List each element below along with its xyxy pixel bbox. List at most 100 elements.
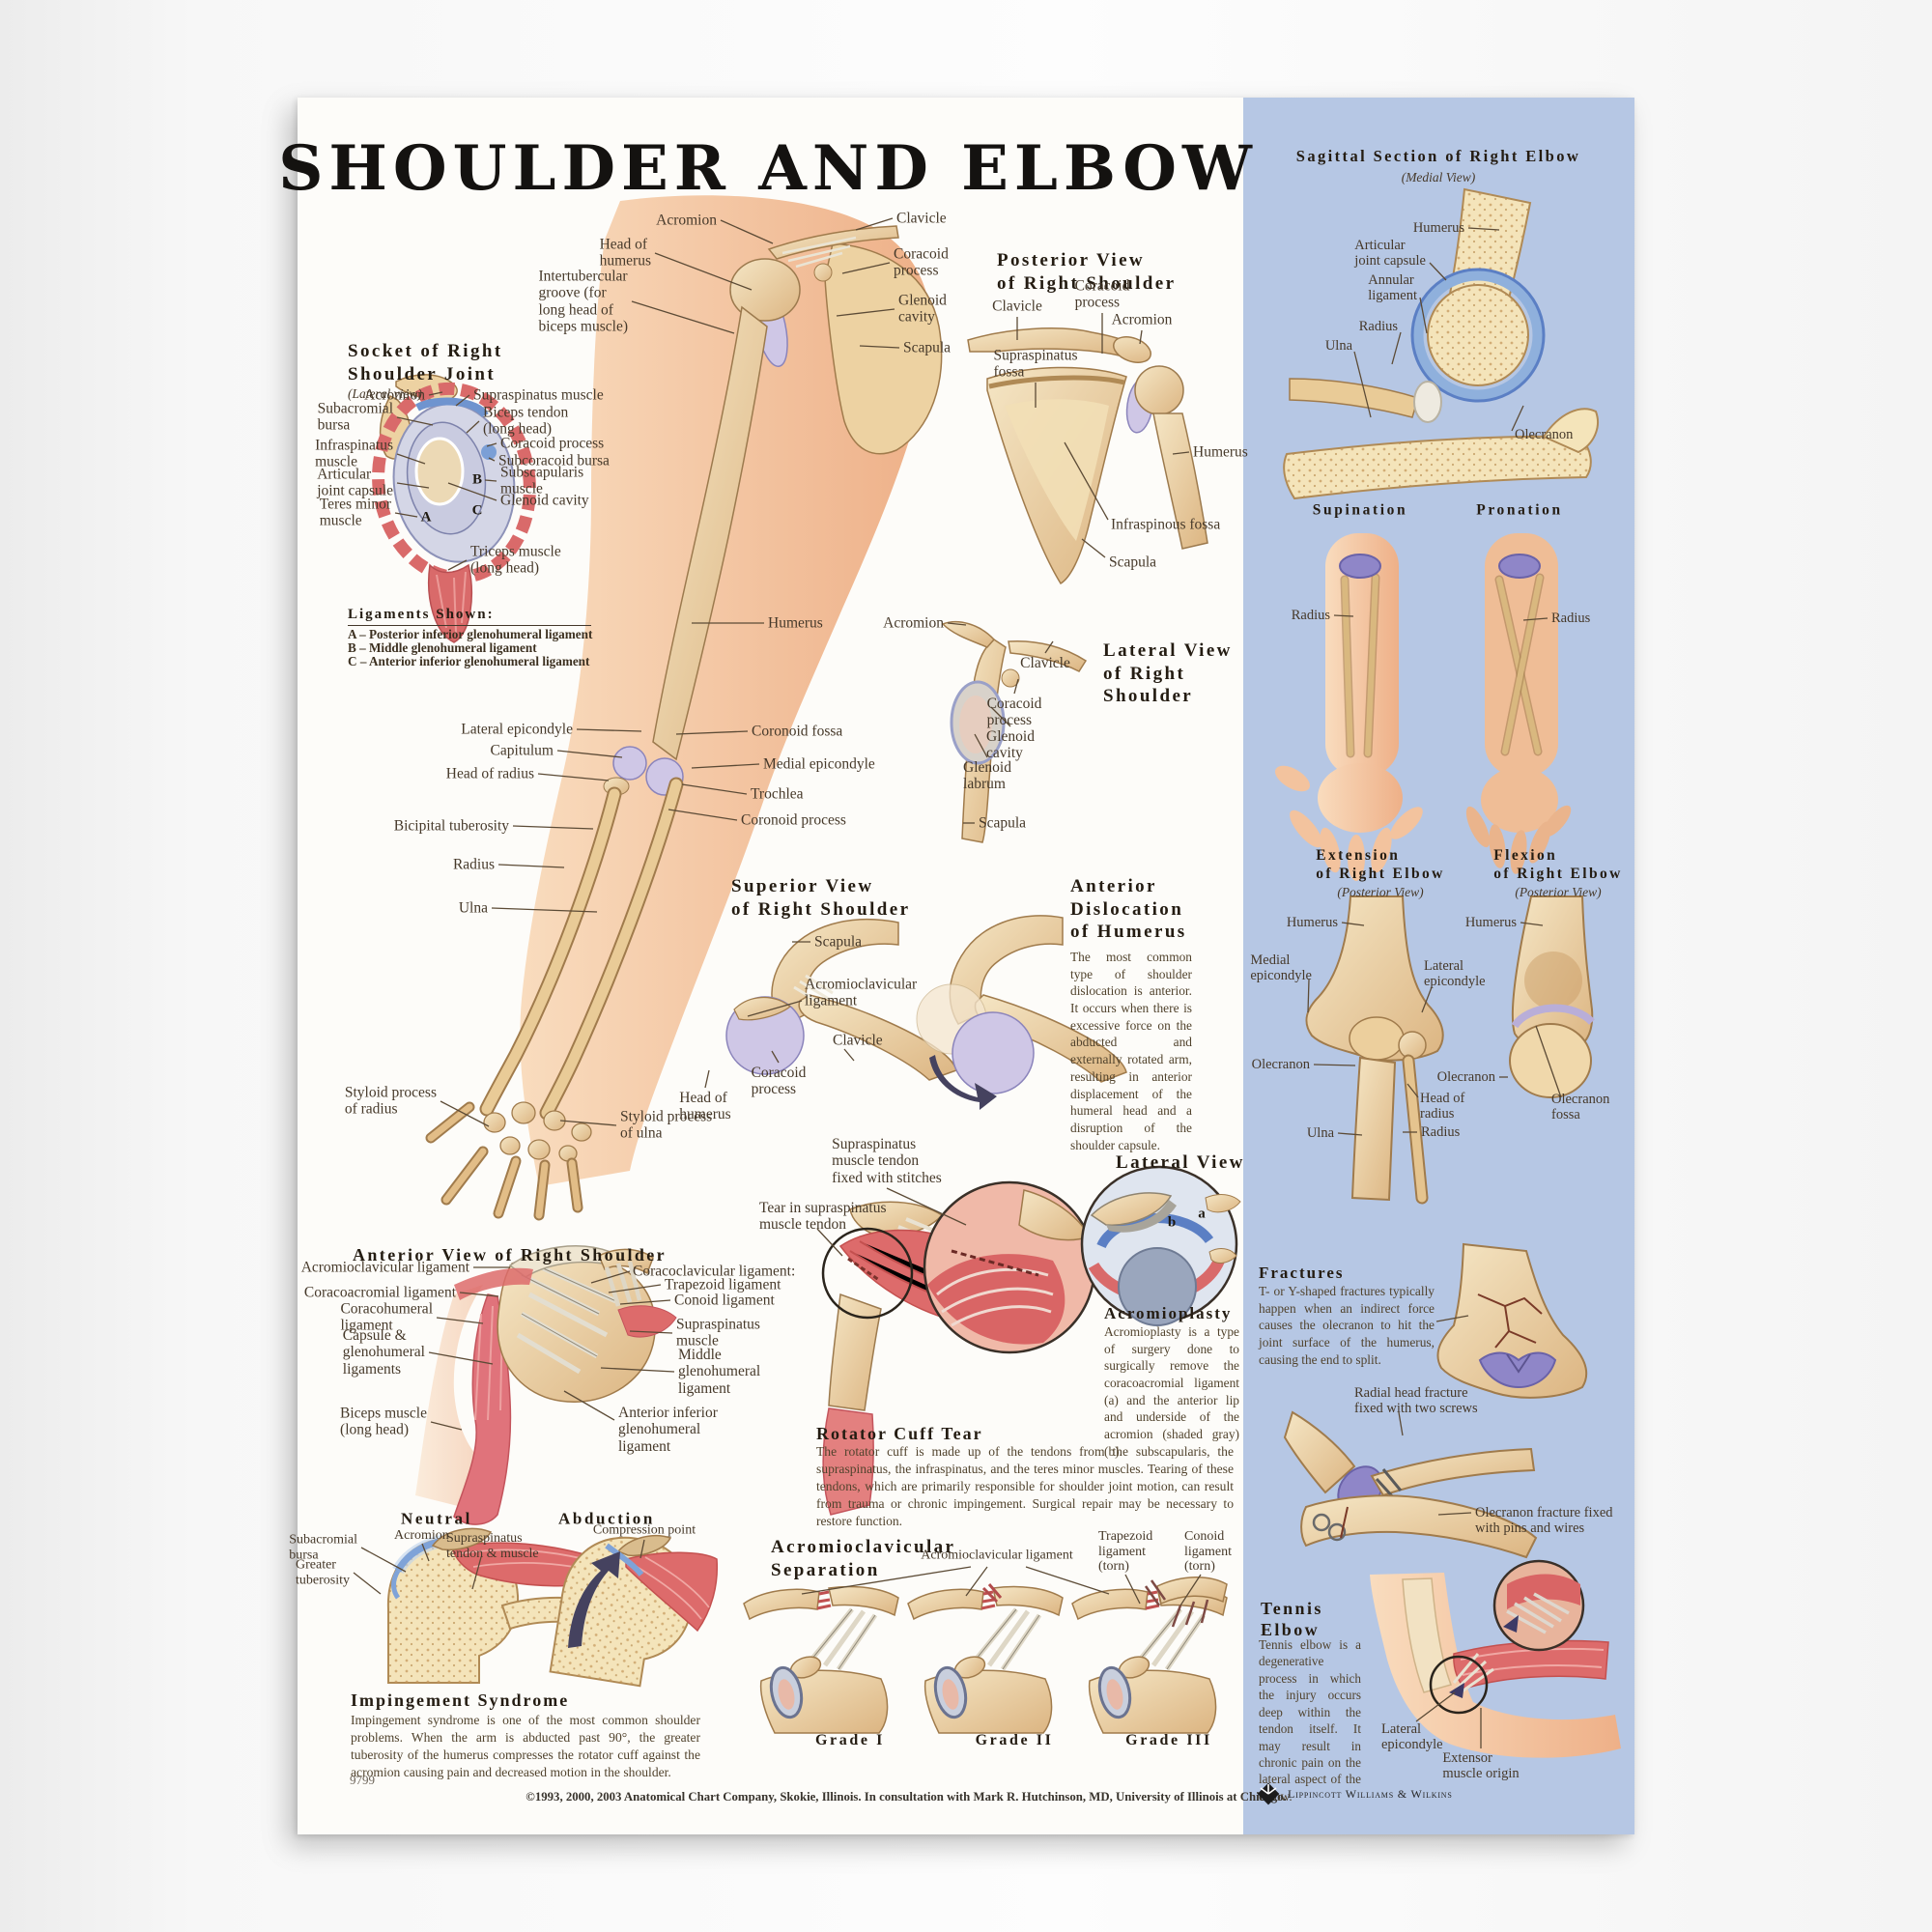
main-arm--intertubercular-groove-for: Intertubercular groove (for long head of… (538, 268, 628, 335)
sagittal-section-right-elbow--olecranon: Olecranon (1515, 426, 1574, 442)
main-arm--lateral-epicondyle: Lateral epicondyle (461, 721, 573, 738)
superior-view-right-shoulder--scapula: Scapula (814, 933, 863, 951)
anterior-view-right-shoulder--middle-glenohumeral-ligament: Middle glenohumeral ligament (678, 1346, 761, 1397)
extension-flexion-right-elbow--humerus: Humerus (1464, 914, 1517, 930)
ligaments-shown--b-middle-glenohumeral: B – Middle glenohumeral ligament (348, 640, 537, 655)
main-arm--clavicle: Clavicle (896, 210, 947, 227)
acromioclavicular-separation--grade-ii: Grade II (975, 1732, 1054, 1749)
main-arm--styloid-process-of: Styloid process of radius (344, 1084, 437, 1118)
title--shoulder-and-elbow: SHOULDER AND ELBOW (278, 132, 1258, 206)
main-arm--ulna: Ulna (458, 899, 488, 917)
superior-view-right-shoulder--clavicle: Clavicle (833, 1032, 883, 1049)
supination-pronation--supination: Supination (1312, 501, 1408, 519)
lateral-view-right-shoulder--clavicle: Clavicle (1020, 655, 1070, 671)
acromioclavicular-separation--conoid-ligament-torn: Conoid ligament (torn) (1184, 1529, 1232, 1575)
anterior-view-right-shoulder--trapezoid-ligament: Trapezoid ligament (665, 1276, 781, 1293)
acromioclavicular-separation--acromioclavicular-separation: Acromioclavicular Separation (771, 1537, 956, 1580)
main-arm--capitulum: Capitulum (490, 742, 554, 759)
socket-of-right-shoulder-joint--triceps-muscle-long: Triceps muscle (long head) (470, 543, 561, 577)
lateral-view-right-shoulder--coracoid-process: Coracoid process (986, 696, 1042, 729)
posterior-view-right-shoulder--coracoid-process: Coracoid process (1074, 277, 1130, 311)
rotator-cuff-tear--rotator-cuff-tear: Rotator Cuff Tear (816, 1424, 983, 1443)
rotator-cuff-tear--supraspinatus-muscle-tendon: Supraspinatus muscle tendon fixed with s… (832, 1135, 942, 1186)
posterior-view-right-shoulder--clavicle: Clavicle (992, 298, 1042, 315)
socket-of-right-shoulder-joint---lateral-view: (Lateral view) (348, 386, 422, 401)
socket-of-right-shoulder-joint--b: B (471, 471, 483, 488)
tennis-elbow--tennis-elbow: Tennis Elbow (1261, 1599, 1323, 1640)
anterior-view-right-shoulder--anterior-view-of: Anterior View of Right Shoulder (353, 1245, 668, 1264)
tennis-elbow--extensor-muscle-origin: Extensor muscle origin (1442, 1750, 1520, 1782)
socket-of-right-shoulder-joint--glenoid-cavity: Glenoid cavity (500, 492, 589, 509)
impingement-syndrome--impingement-syndrome-is: Impingement syndrome is one of the most … (351, 1713, 700, 1779)
supination-pronation--pronation: Pronation (1476, 501, 1563, 519)
lateral-view-right-shoulder--lateral-view-of: Lateral View of Right Shoulder (1103, 640, 1233, 707)
anterior-view-right-shoulder--anterior-inferior-glenohumeral: Anterior inferior glenohumeral ligament (618, 1404, 718, 1455)
anterior-dislocation-of-humerus--the-most-common: The most common type of shoulder disloca… (1070, 950, 1192, 1152)
sagittal-section-right-elbow--annular-ligament: Annular ligament (1368, 271, 1417, 303)
publisher-name: Lippincott Williams & Wilkins (1288, 1786, 1453, 1801)
socket-of-right-shoulder-joint--coracoid-process: Coracoid process (500, 435, 605, 452)
anterior-view-right-shoulder--capsule-glenohumeral-ligaments: Capsule & glenohumeral ligaments (342, 1326, 425, 1378)
socket-of-right-shoulder-joint--biceps-tendon-long: Biceps tendon (long head) (483, 404, 569, 438)
acromioclavicular-separation--acromioclavicular-ligament: Acromioclavicular ligament (921, 1548, 1073, 1563)
tennis-elbow--tennis-elbow-is: Tennis elbow is a degenerative process i… (1259, 1637, 1361, 1804)
main-arm--glenoid-cavity: Glenoid cavity (898, 292, 947, 326)
socket-of-right-shoulder-joint--subacromial-bursa: Subacromial bursa (317, 400, 393, 434)
main-arm--coronoid-process: Coronoid process (741, 811, 846, 829)
extension-flexion-right-elbow--olecranon-fossa: Olecranon fossa (1551, 1091, 1610, 1122)
impingement-syndrome--neutral: Neutral (401, 1509, 472, 1528)
anterior-view-right-shoulder--supraspinatus-muscle: Supraspinatus muscle (676, 1316, 760, 1350)
lateral-view-right-shoulder--scapula: Scapula (979, 814, 1027, 832)
posterior-view-right-shoulder--scapula: Scapula (1109, 554, 1157, 571)
rotator-cuff-tear--tear-in-supraspinatus: Tear in supraspinatus muscle tendon (759, 1200, 887, 1234)
socket-of-right-shoulder-joint--supraspinatus-muscle: Supraspinatus muscle (473, 386, 604, 404)
superior-view-right-shoulder--coracoid-process: Coracoid process (751, 1065, 807, 1098)
extension-flexion-right-elbow--flexion-of-right: Flexion of Right Elbow (1493, 847, 1623, 883)
anterior-view-right-shoulder--biceps-muscle-long: Biceps muscle (long head) (340, 1405, 427, 1438)
socket-of-right-shoulder-joint--subcoracoid-bursa: Subcoracoid bursa (498, 452, 610, 469)
fractures--olecranon-fracture-fixed: Olecranon fracture fixed with pins and w… (1475, 1505, 1613, 1537)
sagittal-section-right-elbow--humerus: Humerus (1412, 219, 1464, 236)
ligaments-shown--c-anterior-inferior: C – Anterior inferior glenohumeral ligam… (348, 654, 590, 668)
impingement-syndrome--impingement-syndrome: Impingement Syndrome (351, 1690, 570, 1710)
superior-view-right-shoulder--acromioclavicular-ligament: Acromioclavicular ligament (805, 976, 918, 1009)
fractures--fractures: Fractures (1259, 1264, 1345, 1282)
main-arm--styloid-process-of: Styloid process of ulna (620, 1108, 713, 1142)
rotator-cuff-tear--acromioplasty-is-a: Acromioplasty is a type of surgery done … (1104, 1324, 1239, 1459)
anterior-view-right-shoulder--acromioclavicular-ligament: Acromioclavicular ligament (300, 1259, 469, 1276)
ligaments-shown--ligaments-shown-: Ligaments Shown: (348, 607, 591, 626)
sagittal-section-right-elbow--radius: Radius (1358, 318, 1398, 334)
publisher-logo: Lippincott Williams & Wilkins (1256, 1781, 1453, 1806)
footer--9799: 9799 (350, 1773, 375, 1787)
superior-view-right-shoulder--superior-view-of: Superior View of Right Shoulder (731, 876, 911, 920)
extension-flexion-right-elbow--extension-of-right: Extension of Right Elbow (1316, 847, 1445, 883)
impingement-syndrome--supraspinatus-tendon-muscle: Supraspinatus tendon & muscle (446, 1531, 539, 1561)
tennis-elbow--lateral-epicondyle: Lateral epicondyle (1381, 1721, 1443, 1753)
main-arm--head-of-humerus: Head of humerus (599, 236, 651, 270)
extension-flexion-right-elbow--humerus: Humerus (1286, 914, 1338, 930)
rotator-cuff-tear--a: a (1198, 1206, 1206, 1222)
main-arm--radius: Radius (452, 856, 495, 873)
extension-flexion-right-elbow--olecranon: Olecranon (1251, 1056, 1310, 1072)
impingement-syndrome--greater-tuberosity: Greater tuberosity (296, 1557, 350, 1587)
socket-of-right-shoulder-joint--a: A (420, 509, 432, 526)
rotator-cuff-tear--b: b (1167, 1214, 1177, 1231)
extension-flexion-right-elbow--medial-epicondyle: Medial epicondyle (1250, 952, 1312, 983)
socket-of-right-shoulder-joint--acromion: Acromion (364, 386, 425, 404)
posterior-view-right-shoulder--humerus: Humerus (1193, 443, 1248, 461)
anterior-view-right-shoulder--conoid-ligament: Conoid ligament (674, 1292, 775, 1309)
acromioclavicular-separation--trapezoid-ligament-torn: Trapezoid ligament (torn) (1098, 1529, 1153, 1575)
posterior-view-right-shoulder--acromion: Acromion (1111, 311, 1173, 328)
fractures--t-or-y: T- or Y-shaped fractures typically happe… (1259, 1284, 1435, 1367)
sagittal-section-right-elbow--ulna: Ulna (1324, 337, 1352, 354)
sagittal-section-right-elbow---medial-view: (Medial View) (1401, 170, 1476, 185)
posterior-view-right-shoulder--supraspinatus-fossa: Supraspinatus fossa (993, 347, 1078, 381)
footer---1993-2000: ©1993, 2000, 2003 Anatomical Chart Compa… (526, 1790, 1287, 1804)
extension-flexion-right-elbow--radius: Radius (1421, 1123, 1461, 1140)
anterior-dislocation-of-humerus--anterior-dislocation-of: Anterior Dislocation of Humerus (1070, 876, 1187, 943)
socket-of-right-shoulder-joint--subscapularis-muscle: Subscapularis muscle (500, 464, 584, 497)
main-arm--acromion: Acromion (656, 212, 717, 229)
impingement-syndrome--abduction: Abduction (558, 1509, 655, 1528)
lateral-view-right-shoulder--glenoid-labrum: Glenoid labrum (963, 759, 1011, 793)
